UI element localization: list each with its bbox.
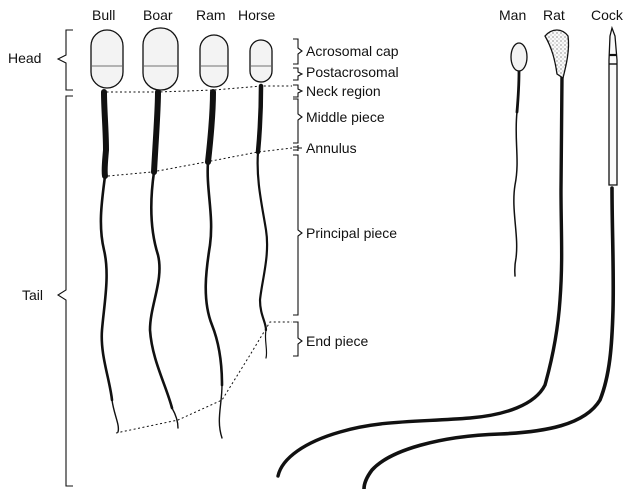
cock-sperm-head xyxy=(609,28,617,185)
part-label-acrosomal-cap: Acrosomal cap xyxy=(306,43,399,59)
head-bracket xyxy=(58,30,73,90)
middle-piece-bracket xyxy=(293,99,302,143)
horse-sperm-head xyxy=(250,40,272,82)
ram-sperm-head xyxy=(200,35,228,87)
man-sperm xyxy=(511,43,527,276)
acrosomal-cap-bracket xyxy=(293,39,302,64)
tail-bracket xyxy=(58,96,73,486)
part-label-end-piece: End piece xyxy=(306,333,368,349)
bull-sperm-head xyxy=(91,30,123,88)
species-label-cock: Cock xyxy=(591,7,624,23)
rat-sperm-head xyxy=(545,30,569,78)
species-label-ram: Ram xyxy=(196,7,226,23)
species-label-man: Man xyxy=(499,7,526,23)
postacrosomal-bracket xyxy=(293,68,302,80)
man-sperm-head xyxy=(511,43,527,71)
neck-region-bracket xyxy=(293,85,302,97)
region-label-tail: Tail xyxy=(22,287,43,303)
end-piece-bracket xyxy=(293,322,302,356)
part-label-middle-piece: Middle piece xyxy=(306,109,385,125)
species-label-bull: Bull xyxy=(92,7,115,23)
species-label-boar: Boar xyxy=(143,7,173,23)
species-label-horse: Horse xyxy=(238,7,276,23)
part-label-postacrosomal: Postacrosomal xyxy=(306,64,399,80)
species-label-rat: Rat xyxy=(543,7,565,23)
annulus-guide-line xyxy=(108,148,292,176)
region-label-head: Head xyxy=(8,50,41,66)
ram-sperm xyxy=(200,35,228,438)
principal-piece-bracket xyxy=(293,155,302,315)
cock-sperm xyxy=(364,28,617,489)
horse-sperm xyxy=(250,40,272,358)
part-label-principal-piece: Principal piece xyxy=(306,225,397,241)
neck-guide-line xyxy=(102,86,292,92)
part-label-neck-region: Neck region xyxy=(306,83,381,99)
boar-sperm xyxy=(143,28,178,428)
bull-sperm xyxy=(91,30,123,432)
annulus-marker xyxy=(293,145,302,151)
boar-sperm-head xyxy=(143,28,178,90)
part-label-annulus: Annulus xyxy=(306,140,357,156)
